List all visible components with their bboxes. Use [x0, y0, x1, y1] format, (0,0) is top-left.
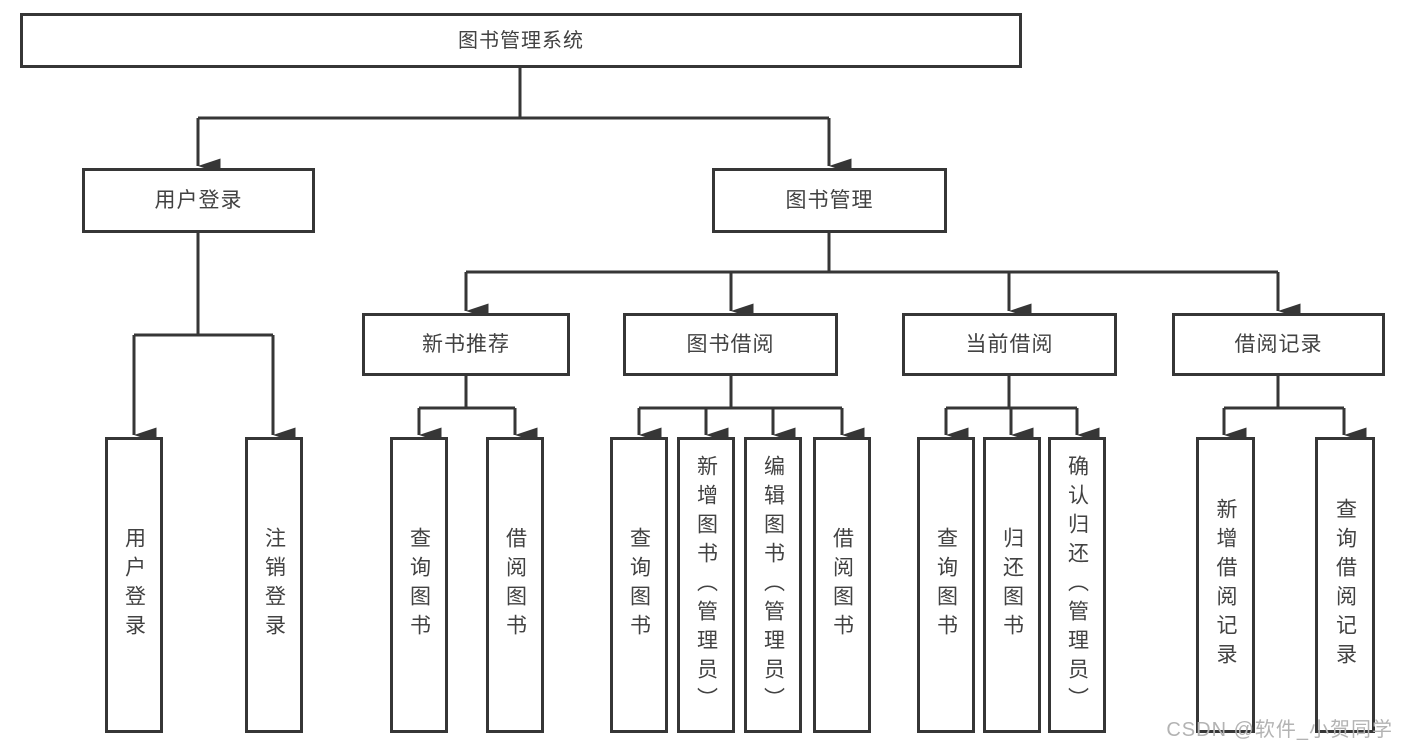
node-leaf-logout: 注销登录	[245, 437, 303, 733]
node-leaf-user-login: 用户登录	[105, 437, 163, 733]
node-user-login: 用户登录	[82, 168, 315, 233]
node-bb-borrow-book: 借阅图书	[813, 437, 871, 733]
node-cb-query-book: 查询图书	[917, 437, 975, 733]
node-new-book-recommend: 新书推荐	[362, 313, 570, 376]
node-nb-query-book: 查询图书	[390, 437, 448, 733]
node-bb-add-book: 新增图书（管理员）	[677, 437, 735, 733]
node-bb-query-book: 查询图书	[610, 437, 668, 733]
node-book-borrow: 图书借阅	[623, 313, 838, 376]
node-cb-return-book: 归还图书	[983, 437, 1041, 733]
node-br-add-record: 新增借阅记录	[1196, 437, 1255, 733]
node-br-query-record: 查询借阅记录	[1315, 437, 1375, 733]
node-borrow-record: 借阅记录	[1172, 313, 1385, 376]
node-root: 图书管理系统	[20, 13, 1022, 68]
csdn-watermark: CSDN @软件_小贺同学	[1166, 719, 1393, 741]
node-nb-borrow-book: 借阅图书	[486, 437, 544, 733]
node-book-management: 图书管理	[712, 168, 947, 233]
node-bb-edit-book: 编辑图书（管理员）	[744, 437, 802, 733]
node-current-borrow: 当前借阅	[902, 313, 1117, 376]
node-cb-confirm-return: 确认归还（管理员）	[1048, 437, 1106, 733]
